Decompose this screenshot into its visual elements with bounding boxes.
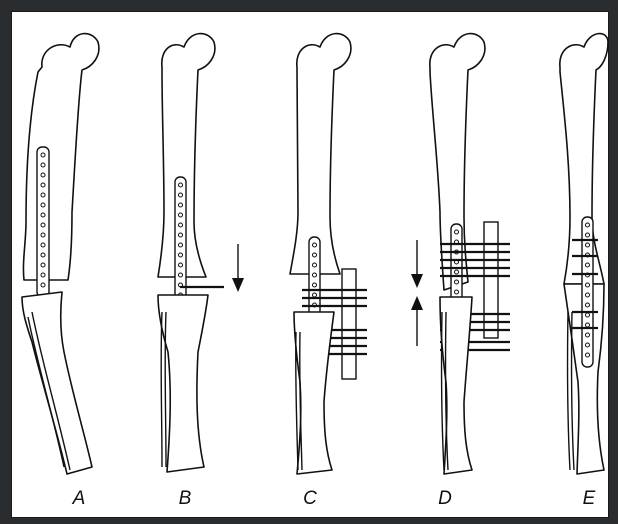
figure-panel: A B C D E [11,11,609,518]
stage-d-illustration [411,34,510,474]
figure-frame: A B C D E [8,8,612,521]
stage-d-external-bar [484,222,498,338]
stage-a-illustration [22,34,99,474]
stage-d-tibia [440,297,472,474]
stage-b-arrowhead [232,278,244,292]
bone-fixation-diagram [12,12,610,519]
stage-c-illustration [290,34,367,474]
stage-a-tibia [22,292,92,474]
stage-a-femur [23,34,98,280]
stage-c-femur [290,34,351,274]
panel-label-d: D [430,488,460,510]
panel-label-c: C [295,488,325,510]
stage-d-arrowhead-down [411,274,423,288]
stage-d-arrowhead-up [411,296,423,310]
stage-c-external-bar [342,269,356,379]
stage-b-illustration [158,34,244,472]
stage-e-illustration [560,34,608,474]
panel-label-b: B [170,488,200,510]
panel-label-e: E [574,488,604,510]
panel-label-a: A [64,488,94,510]
